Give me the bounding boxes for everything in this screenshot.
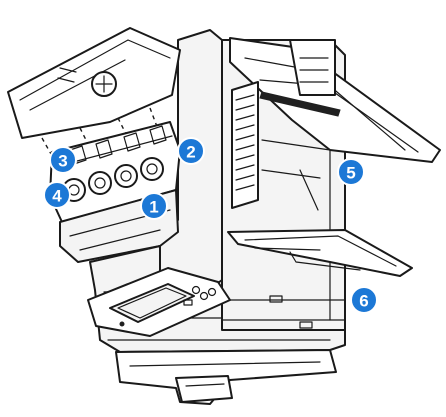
- callout-3-label: 3: [58, 152, 67, 171]
- rear-panel: [289, 39, 336, 96]
- callout-2-marker: [177, 137, 205, 165]
- callout-6-label: 6: [359, 292, 368, 311]
- callout-1-marker: [140, 192, 168, 220]
- callout-4-label: 4: [52, 187, 62, 206]
- toner-cover: [7, 27, 181, 139]
- callout-3: 3: [49, 146, 77, 174]
- control-panel: [87, 267, 231, 337]
- callout-1: 1: [140, 192, 168, 220]
- output-tray: [227, 229, 413, 277]
- paper-tray: [115, 349, 337, 405]
- callouts: 1 2 3 4 5 6: [43, 137, 378, 314]
- callout-6-marker: [350, 286, 378, 314]
- callout-4-marker: [43, 181, 71, 209]
- callout-4: 4: [43, 181, 71, 209]
- callout-2-label: 2: [186, 143, 195, 162]
- callout-2: 2: [177, 137, 205, 165]
- callout-5-marker: [337, 158, 365, 186]
- callout-6: 6: [350, 286, 378, 314]
- side-door: [229, 37, 441, 211]
- callout-1-label: 1: [149, 198, 158, 217]
- callout-5-label: 5: [346, 164, 355, 183]
- callout-3-marker: [49, 146, 77, 174]
- callout-5: 5: [337, 158, 365, 186]
